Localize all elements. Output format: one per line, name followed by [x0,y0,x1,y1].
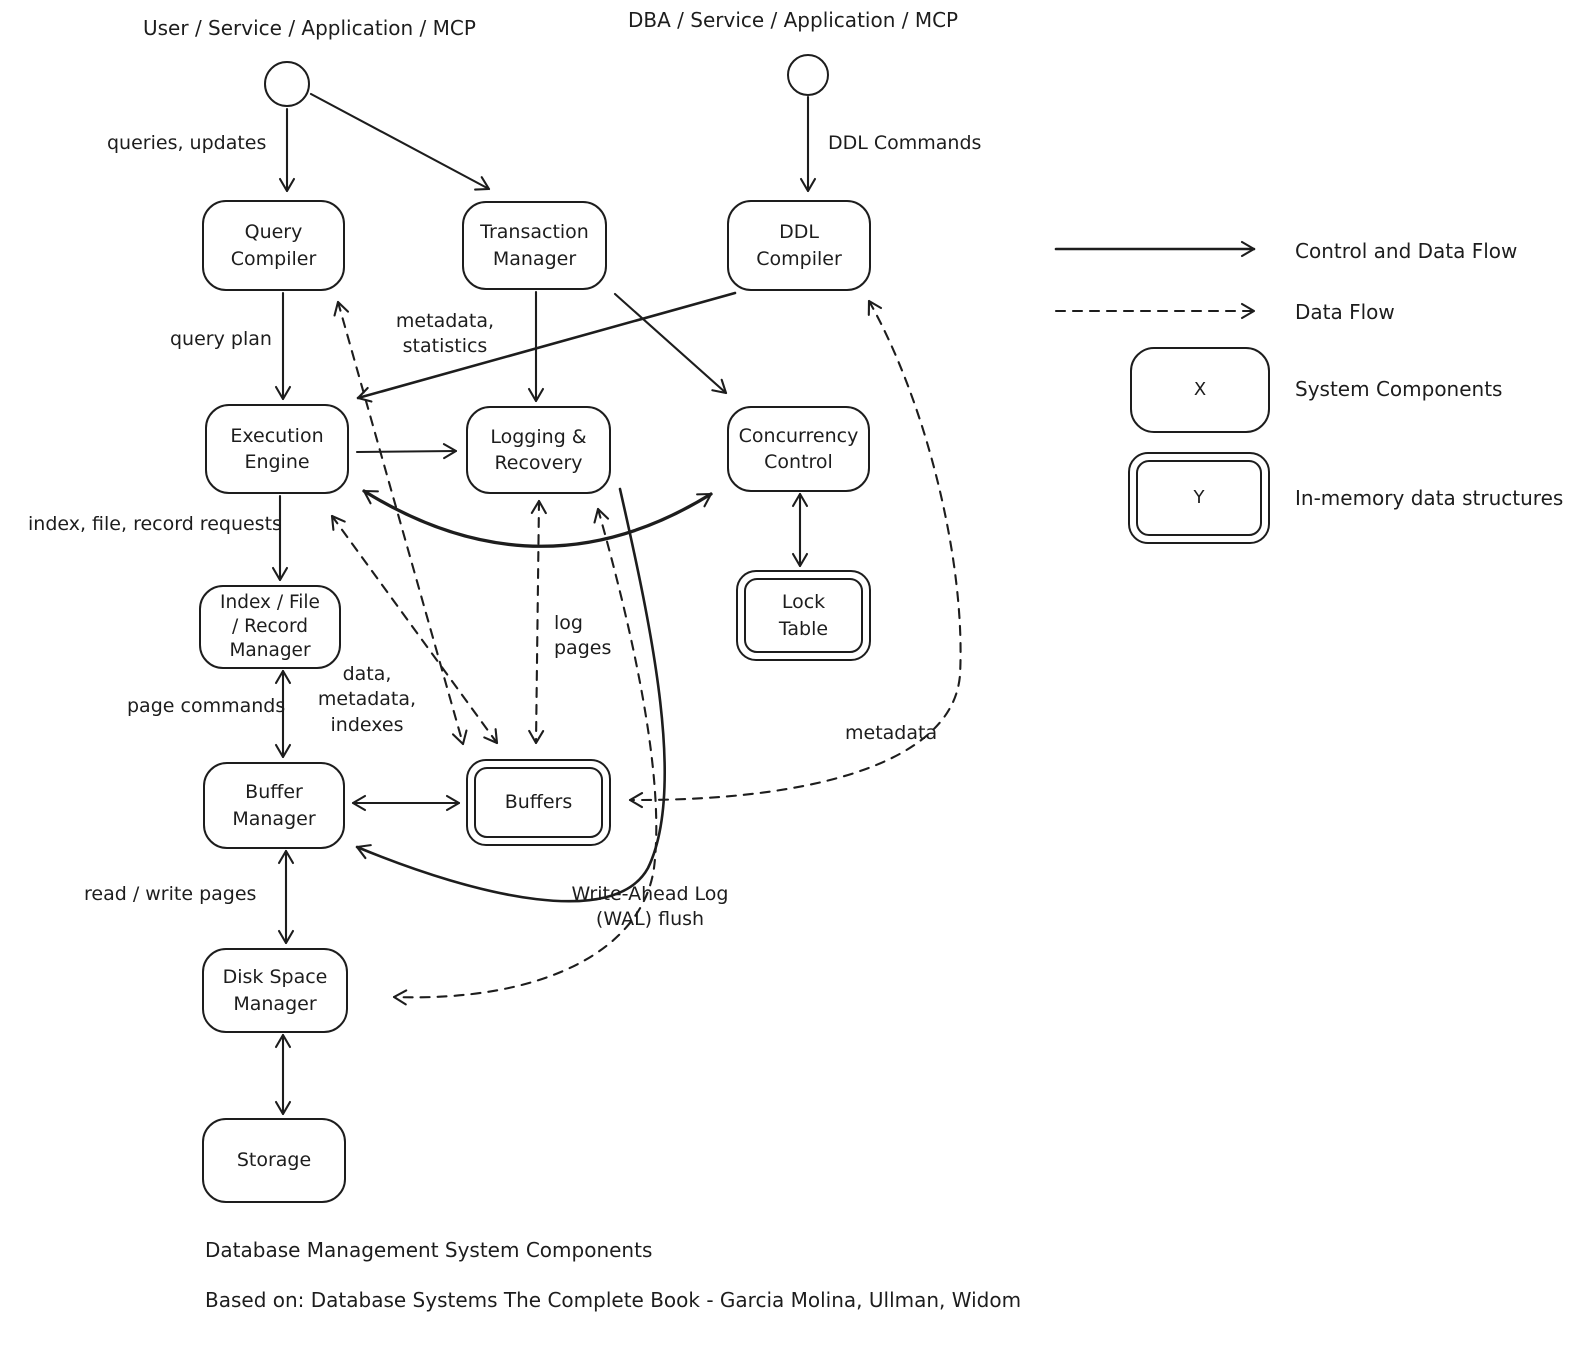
edge-label-data-metadata-indexes: data, metadata, indexes [312,662,422,738]
node-label-line: Query [244,221,303,244]
node-buffers: Buffers [466,759,611,846]
legend-label-control-data-flow: Control and Data Flow [1295,239,1518,263]
node-label-line: Disk Space [222,966,328,989]
edge-label-log-pages: log pages [554,611,611,662]
buffers-inner-box: Buffers [474,767,603,838]
node-label-line: Manager [492,247,577,270]
lock-table-inner-box: Lock Table [744,578,863,653]
legend-y-placeholder: Y [1193,486,1205,508]
diagram-title: Database Management System Components [205,1238,653,1262]
edge-label-line: metadata, [317,688,417,711]
node-label-line: Control [764,451,833,473]
edge-transaction-manager-to-concurrency-control [613,292,728,395]
node-label-line: Table [778,617,829,640]
legend-system-component-box: X [1130,347,1270,433]
legend-label-data-flow: Data Flow [1295,300,1395,324]
node-label-line: DDL [779,221,819,244]
node-lock-table: Lock Table [736,570,871,661]
node-label-line: Transaction [480,221,589,244]
user-actor-icon [264,61,310,107]
node-index-file-record-manager: Index / File / Record Manager [199,585,341,669]
edge-label-line: indexes [330,713,404,736]
edge-label-line: statistics [402,335,488,358]
edge-label-query-plan: query plan [170,328,272,350]
node-ddl-compiler: DDL Compiler [727,200,871,291]
edge-label-line: pages [554,637,612,660]
node-label-line: Lock [781,591,826,614]
edge-execution-engine-to-logging-recovery [355,443,458,460]
dba-actor-icon [787,54,829,96]
node-query-compiler: Query Compiler [202,200,345,291]
edge-buffers-logging-recovery [528,499,547,745]
node-disk-space-manager: Disk Space Manager [202,948,348,1033]
dba-actor-title: DBA / Service / Application / MCP [628,8,959,32]
node-label-line: Storage [236,1149,312,1172]
edge-label-ddl-commands: DDL Commands [828,132,982,154]
node-concurrency-control: Concurrency Control [727,406,870,492]
edge-user-to-transaction-manager [309,92,491,191]
edge-label-line: (WAL) flush [595,908,705,931]
edge-label-metadata-statistics: metadata, statistics [381,309,509,360]
node-label-line: Logging & [490,425,587,448]
legend-label-in-memory: In-memory data structures [1295,486,1564,510]
node-buffer-manager: Buffer Manager [203,762,345,849]
edge-logging-recovery-disk-space-manager-wal [392,507,658,1006]
node-transaction-manager: Transaction Manager [462,201,607,290]
node-label-line: Compiler [230,247,317,270]
node-label-line: Buffer [245,781,303,804]
edge-label-queries-updates: queries, updates [107,132,267,154]
node-label-line: Concurrency [738,424,859,447]
node-label-line: Engine [244,451,310,473]
edge-label-index-file-record-requests: index, file, record requests [28,513,282,535]
edge-buffers-ddl-compiler-metadata [628,299,962,809]
node-execution-engine: Execution Engine [205,404,349,494]
node-label-line: Buffers [504,791,573,814]
node-label-line: Compiler [756,247,842,270]
edge-label-line: Write-Ahead Log [571,883,729,905]
legend-x-placeholder: X [1193,378,1207,400]
legend-label-system-components: System Components [1295,377,1503,401]
legend-in-memory-inner-box: Y [1136,460,1262,536]
node-logging-recovery: Logging & Recovery [466,406,611,494]
diagram-source: Based on: Database Systems The Complete … [205,1288,1022,1312]
user-actor-title: User / Service / Application / MCP [143,16,476,40]
node-label-line: Recovery [494,452,583,474]
node-storage: Storage [202,1118,346,1203]
node-label-line: / Record [231,615,309,637]
node-label-line: Index / File [220,591,320,613]
edge-label-metadata: metadata [845,722,938,744]
edge-label-line: data, [342,663,392,685]
edge-label-line: metadata, [395,310,495,332]
node-label-line: Manager [233,992,317,1015]
legend-in-memory-box: Y [1128,452,1270,544]
edge-label-read-write-pages: read / write pages [84,883,257,905]
edge-label-line: log [554,612,583,634]
node-label-line: Manager [232,807,316,830]
edge-label-wal-flush: Write-Ahead Log (WAL) flush [555,882,745,933]
node-label-line: Execution [230,424,324,447]
node-label-line: Manager [229,640,311,662]
edge-label-page-commands: page commands [127,695,286,717]
